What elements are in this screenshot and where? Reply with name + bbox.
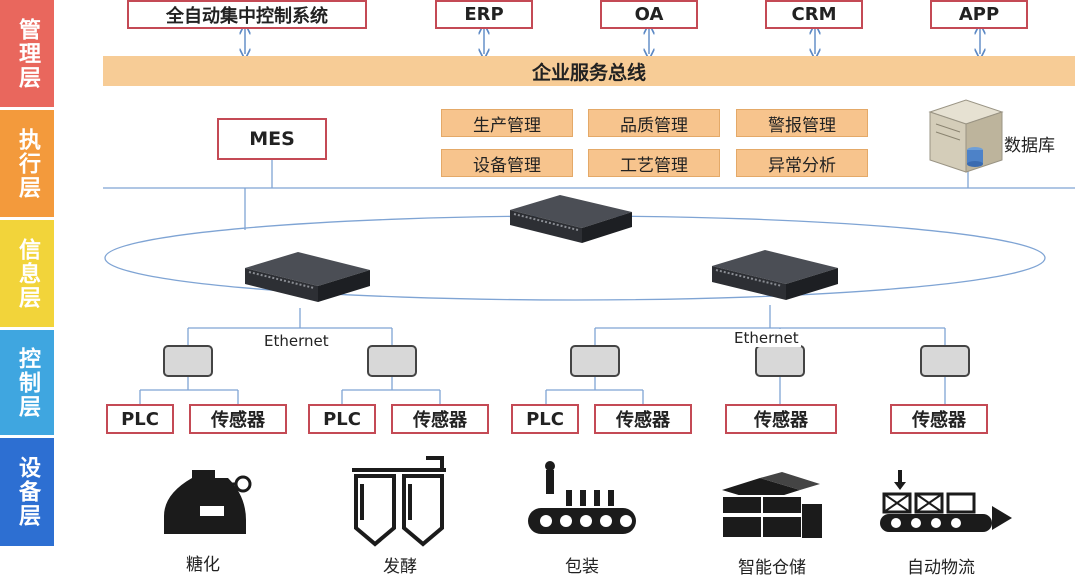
- switch-right: [712, 250, 838, 300]
- bus-label: 企业服务总线: [531, 61, 646, 84]
- module-process: 工艺管理: [588, 149, 720, 177]
- saccharification-icon: [164, 470, 252, 534]
- system-box-oa: OA: [600, 0, 698, 29]
- layer-label: 信息层: [15, 237, 40, 310]
- auto-logistics-icon: [880, 470, 1012, 532]
- panel-icons: [163, 345, 970, 377]
- sensor-label: 传感器: [616, 410, 670, 431]
- module-label: 设备管理: [473, 155, 541, 176]
- sensor-label: 传感器: [754, 410, 808, 431]
- layer-information: 信息层: [0, 220, 54, 327]
- device-label-fermentation: 发酵: [383, 557, 417, 577]
- module-anomaly: 异常分析: [736, 149, 868, 177]
- module-equipment: 设备管理: [441, 149, 573, 177]
- ethernet-label-left: Ethernet: [262, 332, 331, 350]
- smart-warehouse-icon: [721, 472, 822, 539]
- packaging-icon: [528, 461, 636, 534]
- enterprise-service-bus: 企业服务总线: [103, 56, 1075, 86]
- fermentation-icon: [352, 456, 446, 547]
- layer-label: 控制层: [15, 346, 40, 419]
- mes-label: MES: [249, 128, 295, 150]
- device-label-saccharification: 糖化: [186, 555, 220, 575]
- system-label: 全自动集中控制系统: [166, 5, 328, 27]
- plc-box-2: PLC: [308, 404, 376, 434]
- system-box-central-control: 全自动集中控制系统: [127, 0, 367, 29]
- layer-management: 管理层: [0, 0, 54, 107]
- plc-label: PLC: [526, 408, 564, 430]
- database-server-icon: [928, 99, 1004, 173]
- device-label-smart-warehouse: 智能仓储: [738, 558, 806, 578]
- system-label: CRM: [791, 4, 837, 25]
- sensor-box-3: 传感器: [594, 404, 692, 434]
- system-box-erp: ERP: [435, 0, 533, 29]
- sensor-label: 传感器: [912, 410, 966, 431]
- system-label: APP: [958, 4, 1000, 25]
- layer-execution: 执行层: [0, 110, 54, 217]
- device-label-auto-logistics: 自动物流: [907, 558, 975, 578]
- module-label: 工艺管理: [620, 155, 688, 176]
- module-quality: 品质管理: [588, 109, 720, 137]
- module-alarm: 警报管理: [736, 109, 868, 137]
- module-production: 生产管理: [441, 109, 573, 137]
- module-label: 异常分析: [768, 155, 836, 176]
- module-label: 生产管理: [473, 115, 541, 136]
- layer-control: 控制层: [0, 330, 54, 435]
- module-label: 警报管理: [768, 115, 836, 136]
- system-box-crm: CRM: [765, 0, 863, 29]
- layer-label: 管理层: [15, 17, 40, 90]
- system-label: ERP: [464, 4, 504, 25]
- switch-left: [245, 252, 370, 302]
- switch-top: [510, 195, 632, 243]
- sensor-label: 传感器: [211, 410, 265, 431]
- mes-box: MES: [217, 118, 327, 160]
- sensor-box-5: 传感器: [890, 404, 988, 434]
- sensor-box-4: 传感器: [725, 404, 837, 434]
- layer-device: 设备层: [0, 438, 54, 546]
- sensor-box-1: 传感器: [189, 404, 287, 434]
- plc-box-3: PLC: [511, 404, 579, 434]
- plc-label: PLC: [323, 408, 361, 430]
- ethernet-label-right: Ethernet: [732, 329, 801, 347]
- sensor-box-2: 传感器: [391, 404, 489, 434]
- plc-box-1: PLC: [106, 404, 174, 434]
- layer-label: 执行层: [15, 127, 40, 200]
- layer-label: 设备层: [15, 456, 40, 528]
- plc-label: PLC: [121, 408, 159, 430]
- system-label: OA: [634, 4, 664, 25]
- database-label: 数据库: [1004, 136, 1055, 156]
- sensor-label: 传感器: [413, 410, 467, 431]
- device-label-packaging: 包装: [565, 557, 599, 577]
- system-box-app: APP: [930, 0, 1028, 29]
- module-label: 品质管理: [620, 115, 688, 136]
